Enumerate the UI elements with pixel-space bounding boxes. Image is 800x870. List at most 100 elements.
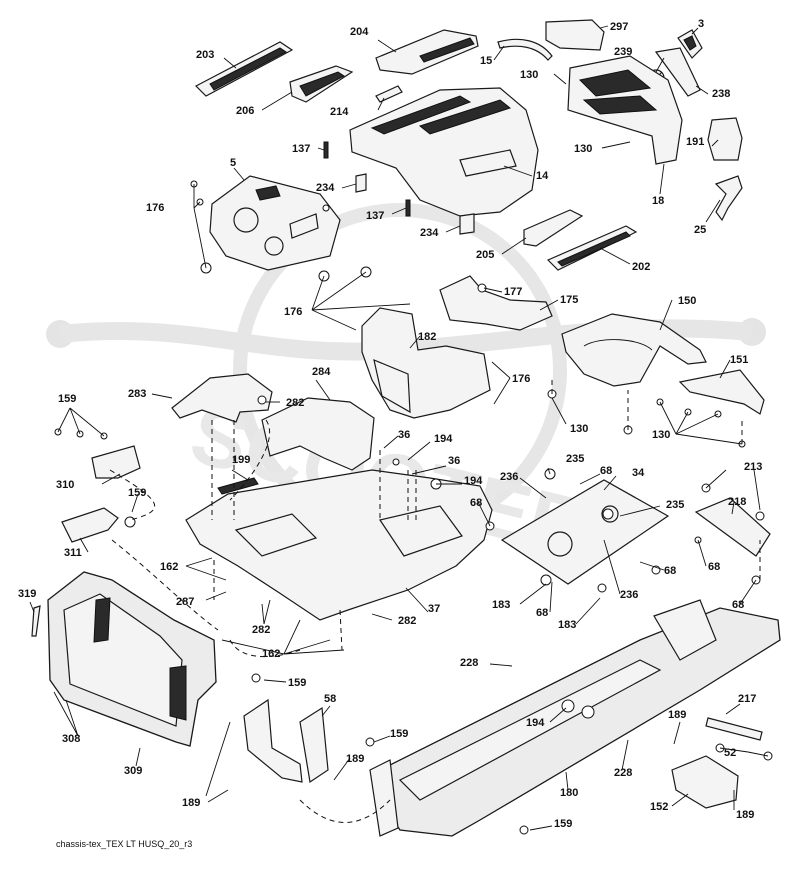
callout-176: 176 [512, 373, 530, 385]
callout-159: 159 [128, 487, 146, 499]
part-234-pad-a [355, 173, 367, 193]
callout-218: 218 [728, 496, 746, 508]
callout-206: 206 [236, 105, 254, 117]
callout-34: 34 [632, 467, 645, 479]
callout-180: 180 [560, 787, 578, 799]
part-151-bracket [678, 369, 765, 415]
callout-130: 130 [652, 429, 670, 441]
callout-137: 137 [366, 210, 384, 222]
callout-162: 162 [262, 648, 280, 660]
callout-194: 194 [434, 433, 453, 445]
part-238-lens [654, 47, 701, 97]
callout-130: 130 [520, 69, 538, 81]
callout-234: 234 [420, 227, 439, 239]
callout-189: 189 [346, 753, 364, 765]
callout-297: 297 [610, 21, 628, 33]
part-137-pin-a [323, 141, 329, 159]
callout-52: 52 [724, 747, 736, 759]
callout-239: 239 [614, 46, 632, 58]
part-205-vent [523, 209, 584, 247]
part-front-grille-18 [567, 55, 683, 165]
callout-159: 159 [288, 677, 306, 689]
callout-282: 282 [398, 615, 416, 627]
part-182-console-support [361, 307, 491, 419]
part-234-pad-b [459, 213, 475, 235]
callout-183: 183 [492, 599, 510, 611]
part-25-bracket [714, 175, 743, 222]
callout-189: 189 [182, 797, 200, 809]
drawing-caption: chassis-tex_TEX LT HUSQ_20_r3 [56, 839, 192, 849]
part-14-hood [349, 87, 539, 217]
callout-176: 176 [284, 306, 302, 318]
part-152-plate [671, 755, 739, 809]
part-175-bracket [439, 275, 553, 331]
callout-176: 176 [146, 202, 164, 214]
callout-177: 177 [504, 286, 522, 298]
callout-189: 189 [736, 809, 754, 821]
callout-282: 282 [286, 397, 304, 409]
callout-205: 205 [476, 249, 494, 261]
callout-235: 235 [566, 453, 584, 465]
part-311-panel [61, 507, 119, 543]
callout-199: 199 [232, 454, 250, 466]
callout-68: 68 [708, 561, 720, 573]
part-214-clip [375, 85, 403, 103]
callout-37: 37 [428, 603, 440, 615]
callout-235: 235 [666, 499, 684, 511]
callout-5: 5 [230, 157, 236, 169]
leader-lines [29, 25, 769, 831]
callout-175: 175 [560, 294, 578, 306]
callout-311: 311 [64, 547, 82, 559]
callout-228: 228 [460, 657, 478, 669]
part-319-pin [31, 605, 41, 637]
part-297-cover [545, 19, 605, 51]
part-150-rear-shroud [561, 313, 707, 387]
callout-310: 310 [56, 479, 74, 491]
part-3-emblem [677, 29, 703, 59]
callout-68: 68 [664, 565, 676, 577]
callout-159: 159 [58, 393, 76, 405]
callout-194: 194 [464, 475, 483, 487]
part-58-bracket [243, 698, 329, 784]
callout-214: 214 [330, 106, 349, 118]
callout-58: 58 [324, 693, 336, 705]
callout-236: 236 [620, 589, 638, 601]
callout-182: 182 [418, 331, 436, 343]
callout-204: 204 [350, 26, 369, 38]
callout-194: 194 [526, 717, 545, 729]
callout-36: 36 [398, 429, 410, 441]
callout-152: 152 [650, 801, 668, 813]
part-206-insert [289, 65, 354, 103]
callout-236: 236 [500, 471, 518, 483]
callout-68: 68 [600, 465, 612, 477]
part-15-strip [497, 38, 553, 61]
callout-283: 283 [128, 388, 146, 400]
callout-319: 319 [18, 588, 36, 600]
callout-68: 68 [732, 599, 744, 611]
callout-3: 3 [698, 18, 704, 30]
part-282-clip-a [257, 395, 267, 405]
part-137-pin-b [405, 199, 411, 217]
part-180-main-frame [369, 599, 781, 837]
callout-18: 18 [652, 195, 664, 207]
part-204-hood-vent [375, 29, 479, 75]
callout-14: 14 [536, 170, 549, 182]
part-5-dash-panel [209, 175, 341, 271]
assembly-dash-lines [109, 380, 761, 823]
callout-137: 137 [292, 143, 310, 155]
callout-238: 238 [712, 88, 730, 100]
callout-282: 282 [252, 624, 270, 636]
callout-130: 130 [574, 143, 592, 155]
part-191-cover [707, 117, 743, 161]
callout-183: 183 [558, 619, 576, 631]
part-202-vent [546, 225, 638, 271]
fasteners-176-a [190, 180, 372, 282]
part-310-panel [91, 445, 141, 479]
callout-202: 202 [632, 261, 650, 273]
callout-234: 234 [316, 182, 335, 194]
callout-213: 213 [744, 461, 762, 473]
callout-191: 191 [686, 136, 704, 148]
callout-25: 25 [694, 224, 706, 236]
part-218-bracket [694, 497, 771, 557]
